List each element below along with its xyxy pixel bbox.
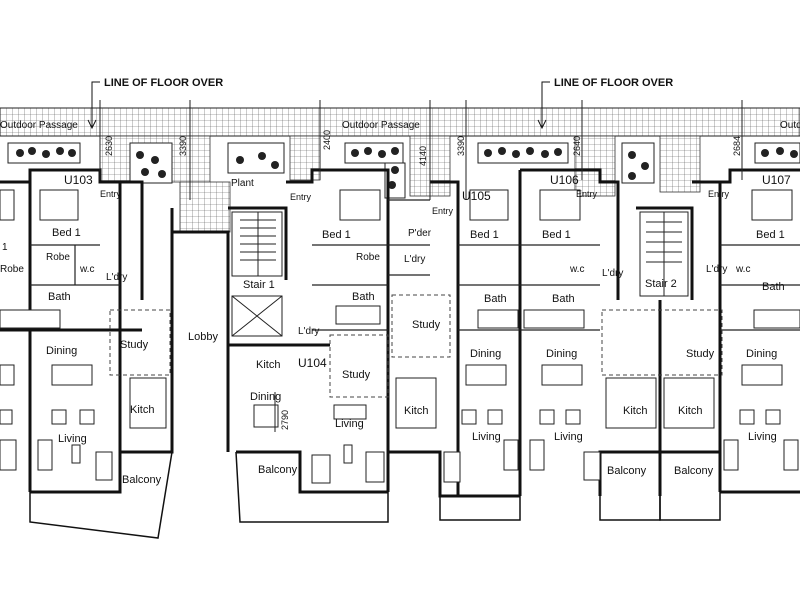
room-entry-u103: Entry <box>100 189 122 199</box>
dimension-3390-left: 3390 <box>178 136 188 156</box>
room-kitch-u106: Kitch <box>623 405 647 417</box>
room-bath-u106: Bath <box>552 293 575 305</box>
room-balcony-u104: Balcony <box>258 464 298 476</box>
room-living-u107: Living <box>748 431 777 443</box>
walls <box>0 168 800 498</box>
room-dining-u106: Dining <box>546 348 577 360</box>
unit-u104: U104 <box>298 356 327 370</box>
room-dining-u104: Dining <box>250 391 281 403</box>
room-living-u103: Living <box>58 433 87 445</box>
room-ldry-u103: L'dry <box>106 272 127 283</box>
floor-over-label-left: LINE OF FLOOR OVER <box>104 77 223 89</box>
stair-1-symbol <box>231 211 283 337</box>
room-plant: Plant <box>231 178 254 189</box>
living-furniture <box>0 404 799 484</box>
room-kitch-u103: Kitch <box>130 404 154 416</box>
dimension-4140: 4140 <box>418 146 428 166</box>
room-balcony-u107: Balcony <box>674 465 714 477</box>
room-ldry-u104: L'dry <box>298 326 319 337</box>
unit-u103: U103 <box>64 173 93 187</box>
room-bath-u107: Bath <box>762 281 785 293</box>
beds <box>0 189 793 221</box>
dining-tables <box>0 364 783 428</box>
room-balcony-u106: Balcony <box>607 465 647 477</box>
study-dashed-zones <box>109 294 723 398</box>
room-wc-u106: w.c <box>569 264 584 275</box>
room-ldry-u107: L'dry <box>706 264 727 275</box>
unit-u106: U106 <box>550 173 579 187</box>
room-bath-u104: Bath <box>352 291 375 303</box>
room-dining-u103: Dining <box>46 345 77 357</box>
room-wc-u107: w.c <box>735 264 750 275</box>
room-lobby: Lobby <box>188 331 218 343</box>
stair-2-symbol <box>639 211 689 297</box>
room-bed1-u107: Bed 1 <box>756 229 785 241</box>
room-robe-left: Robe <box>0 264 24 275</box>
room-bed1-u103: Bed 1 <box>52 227 81 239</box>
dimension-ticks <box>99 100 743 432</box>
room-study-u107: Study <box>686 348 715 360</box>
room-living-u104: Living <box>335 418 364 430</box>
floor-over-leaders <box>87 81 550 130</box>
room-kitch-u105: Kitch <box>404 405 428 417</box>
room-bath-u103: Bath <box>48 291 71 303</box>
room-bath-u105: Bath <box>484 293 507 305</box>
room-entry-u104: Entry <box>290 192 312 202</box>
room-entry-u106: Entry <box>576 189 598 199</box>
room-ldry-u106: L'dry <box>602 268 623 279</box>
room-balcony-u103: Balcony <box>122 474 162 486</box>
room-study-u103: Study <box>120 339 149 351</box>
floor-over-label-right: LINE OF FLOOR OVER <box>554 77 673 89</box>
kitchen-benches <box>129 377 715 429</box>
room-stair-2: Stair 2 <box>645 278 677 290</box>
room-robe-u104: Robe <box>356 252 380 263</box>
room-bed-partial: 1 <box>2 242 8 253</box>
dimension-2790: 2790 <box>280 410 290 430</box>
room-dining-u105: Dining <box>470 348 501 360</box>
partitions <box>30 199 800 331</box>
room-living-u105: Living <box>472 431 501 443</box>
dimension-2630: 2630 <box>104 136 114 156</box>
labels: LINE OF FLOOR OVER LINE OF FLOOR OVER Ou… <box>0 77 800 486</box>
outdoor-passage-label-mid: Outdoor Passage <box>342 120 420 131</box>
room-bed1-u106: Bed 1 <box>542 229 571 241</box>
room-kitch-u107: Kitch <box>678 405 702 417</box>
room-living-u106: Living <box>554 431 583 443</box>
unit-u107: U107 <box>762 173 791 187</box>
room-study-u105: Study <box>412 319 441 331</box>
shrubs <box>16 147 798 189</box>
room-kitch-u104: Kitch <box>256 359 280 371</box>
room-bed1-u104: Bed 1 <box>322 229 351 241</box>
room-entry-u105: Entry <box>432 206 454 216</box>
room-pder: P'der <box>408 228 432 239</box>
dimension-2400: 2400 <box>322 130 332 150</box>
dimension-3390-right: 3390 <box>456 136 466 156</box>
outdoor-passage-band <box>0 107 800 137</box>
room-entry-u107: Entry <box>708 189 730 199</box>
outdoor-passage-label-left: Outdoor Passage <box>0 120 78 131</box>
room-study-u104: Study <box>342 369 371 381</box>
dimension-2684: 2684 <box>732 136 742 156</box>
room-dining-u107: Dining <box>746 348 777 360</box>
dimension-2640: 2640 <box>572 136 582 156</box>
bath-fixtures <box>0 305 800 329</box>
room-stair-1: Stair 1 <box>243 279 275 291</box>
room-robe-u103: Robe <box>46 252 70 263</box>
outdoor-passage-label-right: Outdoor Passage <box>780 120 800 131</box>
room-wc-u103: w.c <box>79 264 94 275</box>
unit-u105: U105 <box>462 189 491 203</box>
room-ldry-u105: L'dry <box>404 254 425 265</box>
balconies <box>29 451 721 539</box>
room-bed1-u105: Bed 1 <box>470 229 499 241</box>
